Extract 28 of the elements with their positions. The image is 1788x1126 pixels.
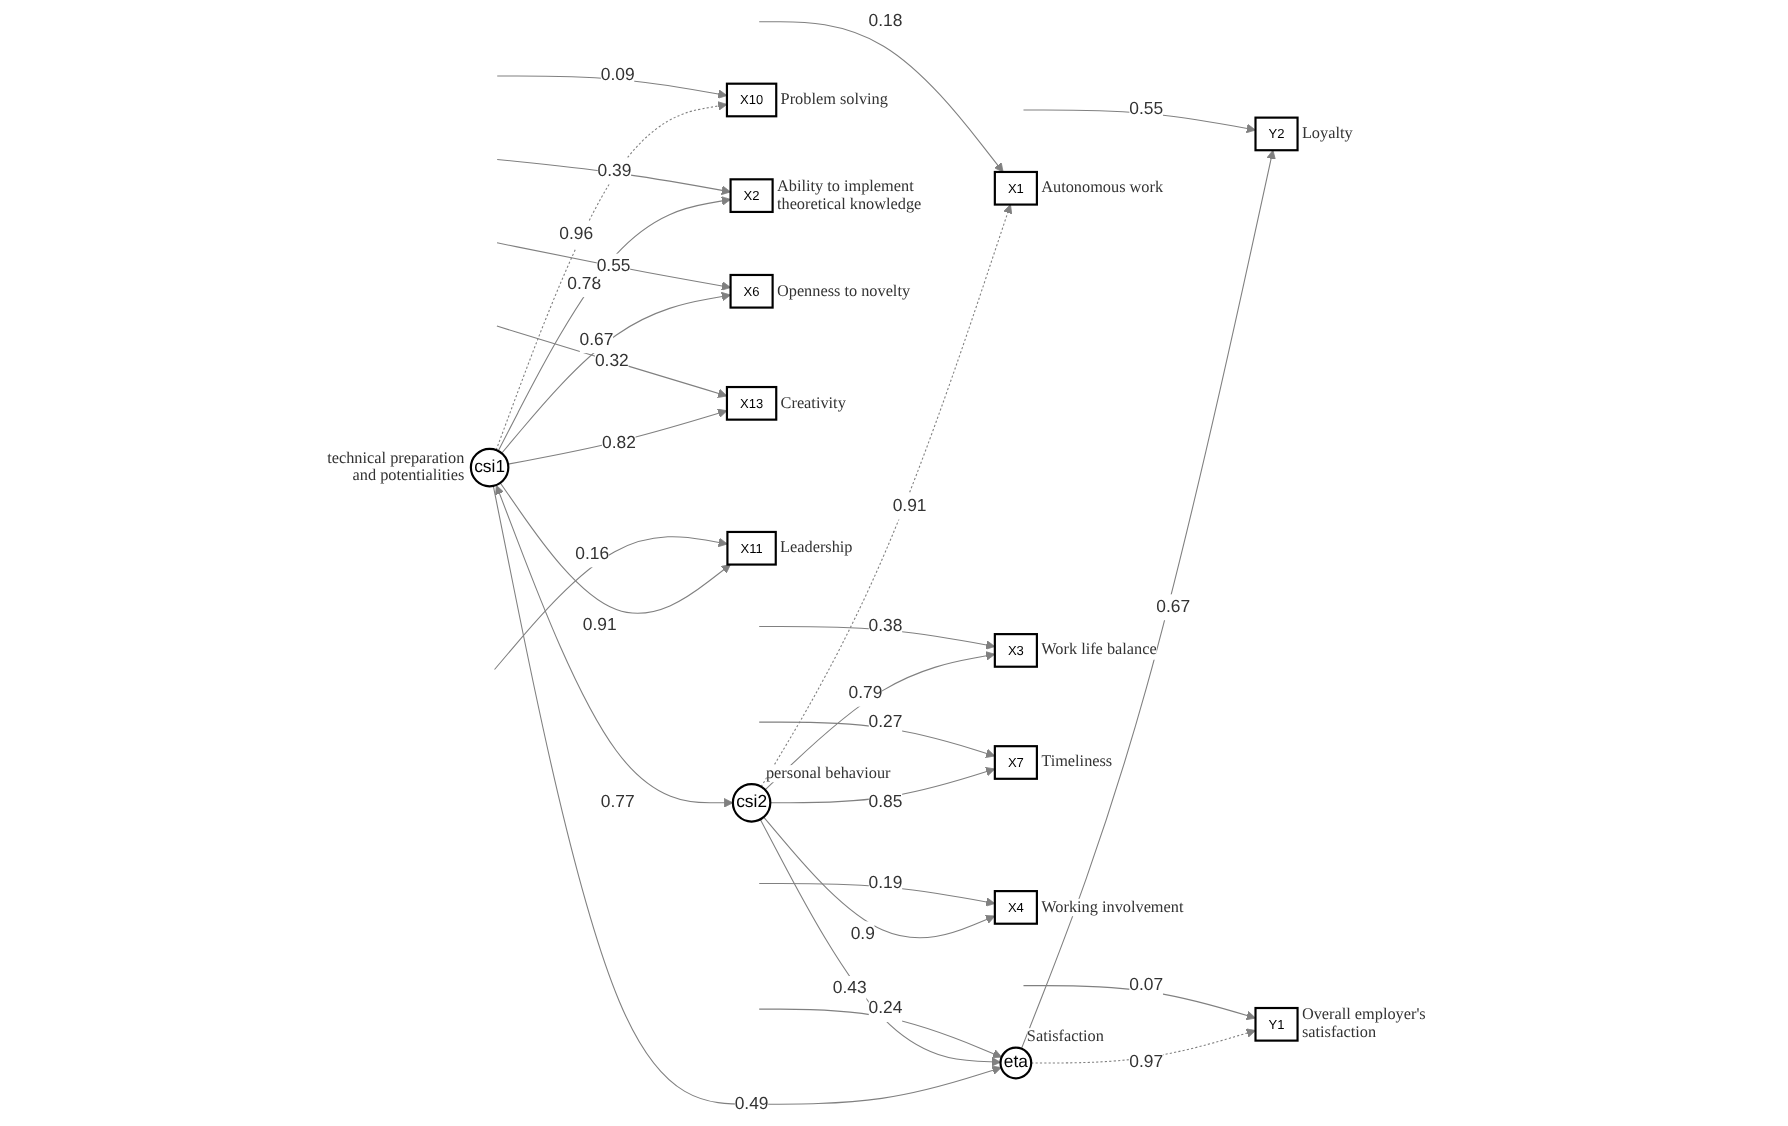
path-coefficient: 0.96 xyxy=(559,221,594,248)
path-coefficient: 0.39 xyxy=(597,158,632,185)
variable-caption: Satisfaction xyxy=(1026,1028,1104,1047)
path-coefficient: 0.55 xyxy=(596,253,631,280)
latent-variable-circle: eta xyxy=(999,1046,1033,1080)
latent-variable-circle: csi1 xyxy=(469,447,510,488)
path-coefficient: 0.78 xyxy=(567,271,602,298)
path-coefficient: 0.43 xyxy=(832,976,867,1003)
variable-caption: personal behaviour xyxy=(765,765,891,783)
variable-caption: Problem solving xyxy=(780,91,888,109)
path-coefficient: 0.27 xyxy=(868,709,903,736)
path-coefficient: 0.67 xyxy=(1156,594,1191,621)
path-coefficient: 0.67 xyxy=(579,327,614,354)
variable-caption: Work life balance xyxy=(1041,641,1157,660)
path-coefficient: 0.07 xyxy=(1129,972,1164,999)
latent-variable-circle: csi2 xyxy=(731,783,772,823)
variable-caption: technical preparation and potentialities xyxy=(323,449,465,486)
path-coefficient: 0.24 xyxy=(868,996,903,1023)
path-coefficient: 0.91 xyxy=(892,493,927,520)
variable-caption: Timeliness xyxy=(1041,753,1113,772)
variable-caption: Leadership xyxy=(780,539,853,558)
path-coefficient: 0.79 xyxy=(848,680,883,707)
variable-caption: Creativity xyxy=(780,394,846,413)
path-coefficient: 0.16 xyxy=(575,541,610,568)
variable-caption: Autonomous work xyxy=(1041,179,1164,198)
variable-caption: Loyalty xyxy=(1301,124,1353,143)
variable-caption: Working involvement xyxy=(1041,898,1184,917)
variable-caption: Openness to novelty xyxy=(776,282,911,301)
